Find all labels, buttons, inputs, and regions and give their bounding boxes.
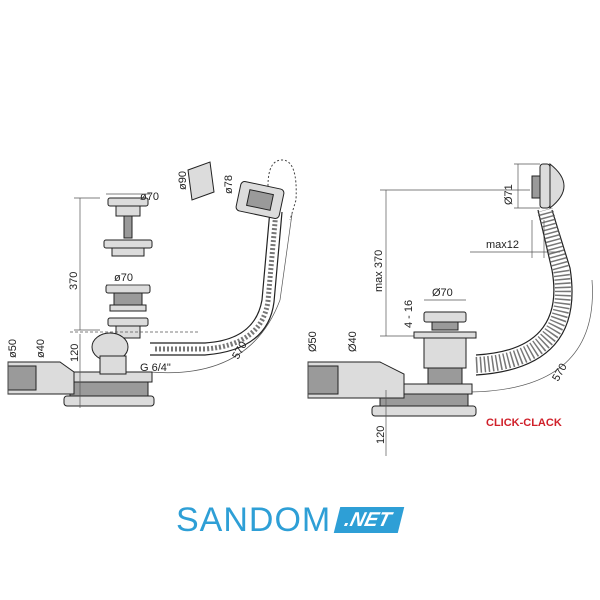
stopper-mid <box>105 284 151 339</box>
dim-d50-right: Ø50 <box>307 331 319 352</box>
right-drain-assembly: Ø71 max 370 max12 570 Ø7 <box>307 162 593 456</box>
dim-570-left: 570 <box>230 340 250 362</box>
dim-max12: max12 <box>486 239 519 251</box>
dim-370-left: 370 <box>68 272 80 290</box>
brand-tag: .NET <box>333 507 405 533</box>
drain-body-right <box>307 311 477 417</box>
dim-120-left: 120 <box>69 344 81 362</box>
stopper-top <box>103 197 153 257</box>
brand-logo: SANDOM .NET <box>176 500 405 540</box>
dim-4-16: 4 - 16 <box>403 300 415 328</box>
dim-d40-left: ø40 <box>35 339 47 358</box>
dim-120-right: 120 <box>375 426 387 444</box>
drain-body-left <box>7 332 155 407</box>
brand-name: SANDOM <box>176 501 332 539</box>
dim-d50-left: ø50 <box>7 339 19 358</box>
dim-d71: Ø71 <box>503 184 515 205</box>
dim-570-right: 570 <box>550 362 570 384</box>
dim-d90: ø90 <box>177 171 189 190</box>
dim-d40-right: Ø40 <box>347 331 359 352</box>
overflow-head <box>187 161 285 220</box>
dim-d70-right: Ø70 <box>432 287 453 299</box>
thread-label: G 6/4" <box>140 362 171 374</box>
overflow-head-right <box>531 162 565 210</box>
dim-d78: ø78 <box>223 175 235 194</box>
left-drain-assembly: 370 ø70 ø70 <box>7 159 297 408</box>
dim-d70-top: ø70 <box>140 191 159 203</box>
dim-d70-mid: ø70 <box>114 272 133 284</box>
model-label: CLICK-CLACK <box>486 417 562 429</box>
dim-max370: max 370 <box>373 250 385 292</box>
